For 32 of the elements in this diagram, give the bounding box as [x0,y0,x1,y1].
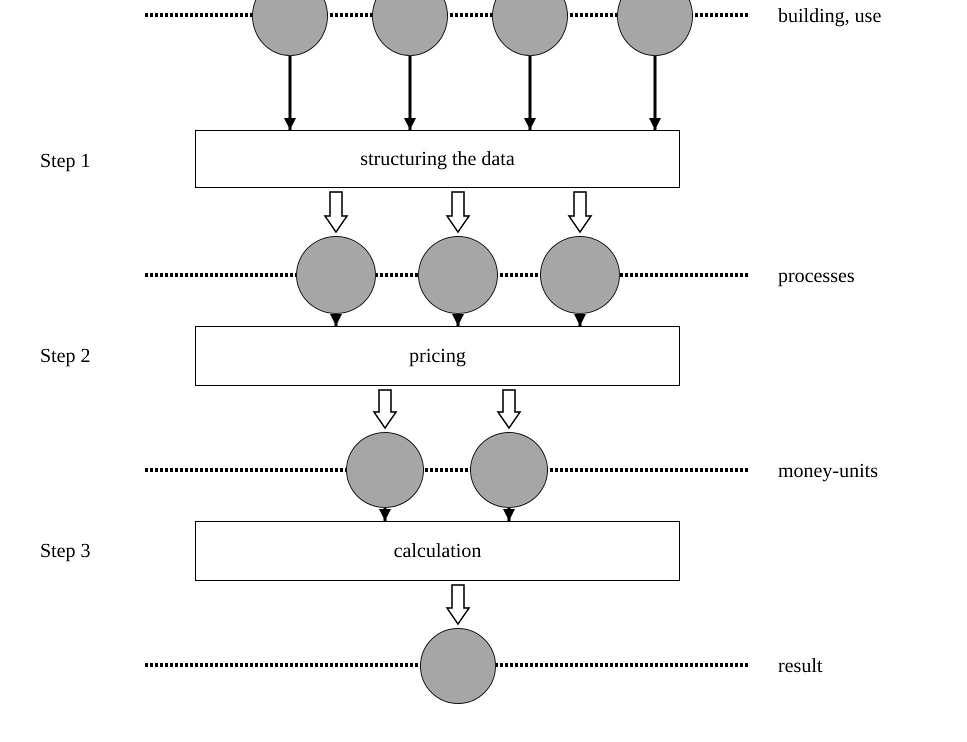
row-label: money-units [778,460,878,483]
hollow-arrow [446,584,470,626]
circle-node [372,0,448,56]
step-label: Step 2 [40,345,91,368]
process-box [195,326,680,386]
arrow [649,56,661,130]
hollow-arrow [496,389,522,430]
step-label: Step 3 [40,540,91,563]
arrow [330,314,342,326]
hollow-arrow [568,191,592,234]
circle-node [252,0,328,56]
arrow [524,56,536,130]
arrow [503,508,515,521]
row-label: processes [778,265,855,288]
hollow-arrow [446,191,470,234]
arrow [452,314,464,326]
process-box [195,130,680,188]
arrow [574,314,586,326]
arrow [404,56,416,130]
circle-node [617,0,693,56]
hollow-arrow [372,389,398,430]
row-label: result [778,655,822,678]
circle-node [492,0,568,56]
process-label: calculation [394,540,482,562]
row-label: building, use [778,5,882,28]
process-label: structuring the data [360,148,515,170]
process-box [195,521,680,581]
process-label: pricing [409,344,466,368]
arrow [284,56,296,130]
hollow-arrow [324,191,348,234]
arrow [379,508,391,521]
step-label: Step 1 [40,150,91,173]
